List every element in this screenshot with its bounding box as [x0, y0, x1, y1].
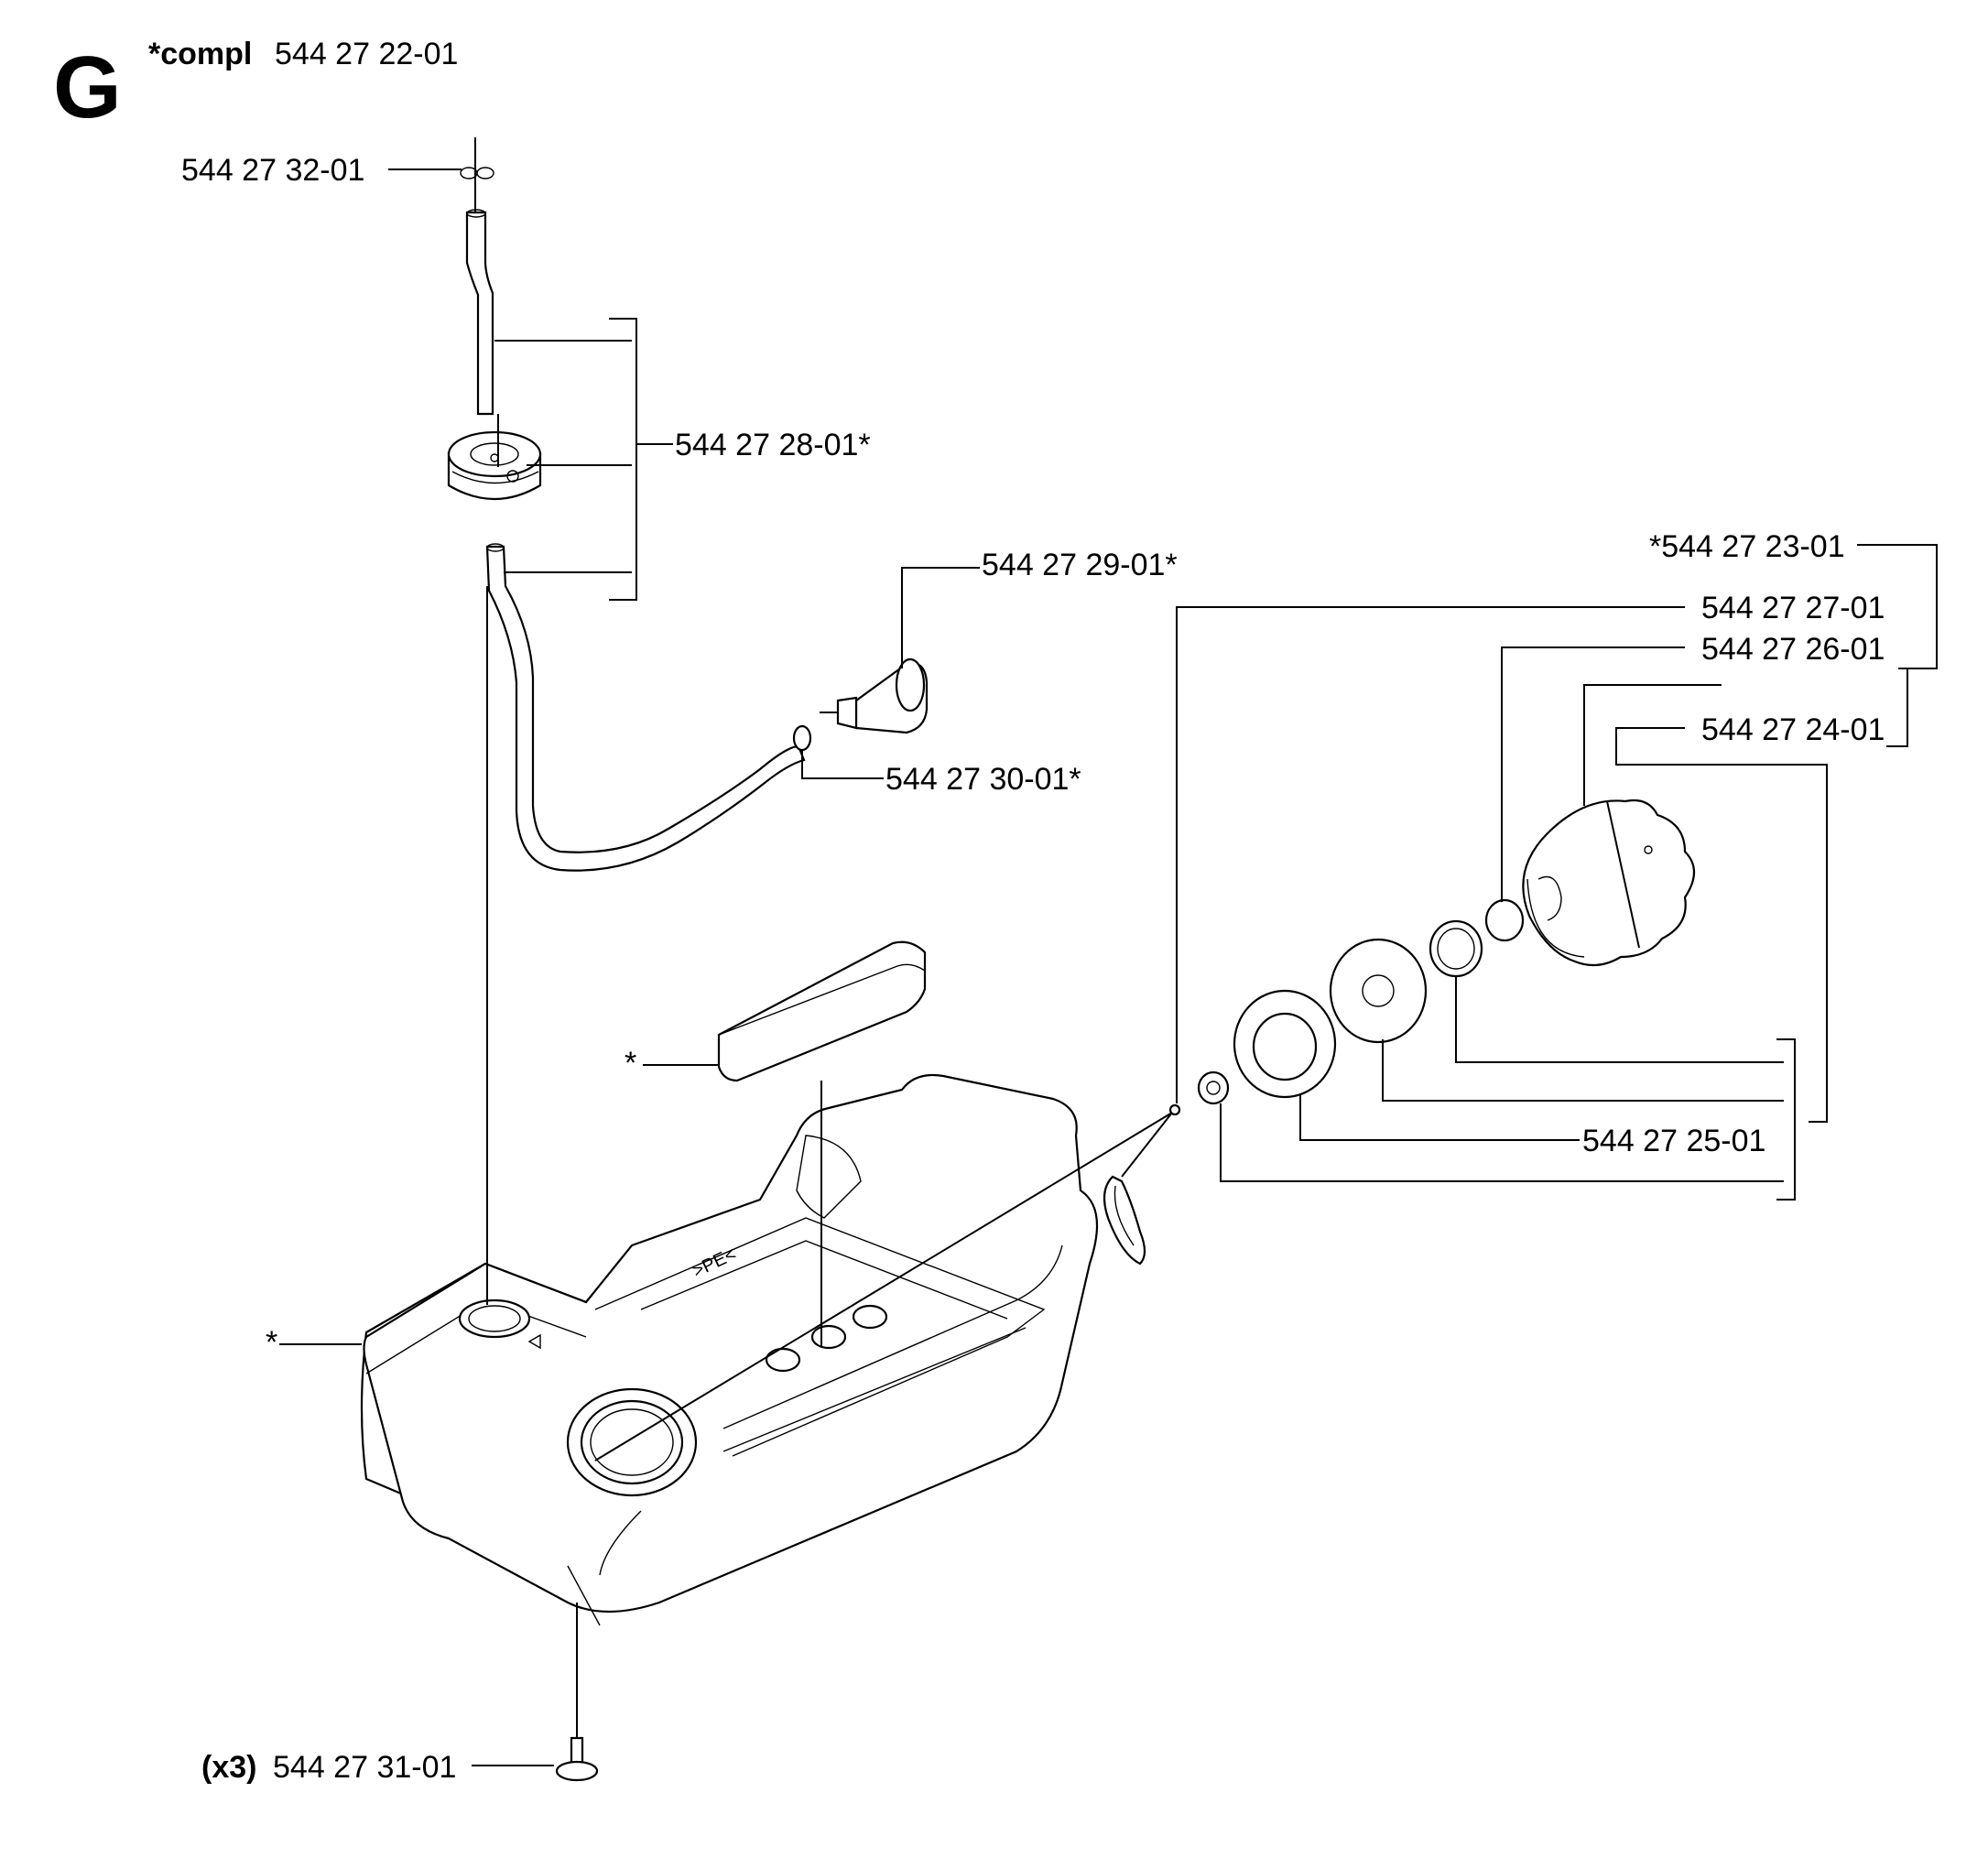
label-part-26: 544 27 26-01 [1701, 632, 1885, 667]
label-screw-qty: (x3) [201, 1750, 256, 1785]
label-hose-clamp-top: 544 27 32-01 [181, 153, 364, 188]
cap-small-ring [1429, 919, 1483, 978]
cap-retaining-strap [1103, 1103, 1181, 1266]
leader-part-24 [1615, 727, 1828, 1123]
cap-axis-line [594, 1112, 1173, 1461]
label-part-25: 544 27 25-01 [1582, 1124, 1765, 1158]
section-letter: G [53, 38, 122, 136]
hose-clamp-top [460, 137, 494, 212]
label-fuel-filter: 544 27 29-01* [982, 548, 1178, 582]
compl-part-number: 544 27 22-01 [275, 37, 458, 71]
cap-small-washer [1197, 1070, 1230, 1105]
leader-part-27 [1176, 606, 1685, 1103]
cap-seal-disc [1329, 938, 1428, 1044]
label-grommet-hose-kit: 544 27 28-01* [675, 428, 871, 462]
cap-large-gasket [1233, 989, 1337, 1099]
fuel-cap [1522, 799, 1696, 967]
leader-part-26 [1501, 646, 1685, 902]
label-screw-number: 544 27 31-01 [273, 1750, 456, 1785]
label-hose-clamp-filter: 544 27 30-01* [885, 762, 1081, 797]
cap-ball [1484, 898, 1525, 942]
leader-hose-clamp-filter [801, 751, 884, 779]
lower-fuel-hose [485, 543, 806, 872]
label-cap-kit: *544 27 23-01 [1649, 529, 1845, 564]
tank-screw [555, 1603, 599, 1782]
leader-fuel-filter [901, 567, 980, 668]
tank-grommet [447, 414, 542, 500]
label-part-24: 544 27 24-01 [1701, 712, 1885, 747]
bracket-grommet-hose-kit [494, 318, 673, 601]
label-part-27: 544 27 27-01 [1701, 591, 1885, 625]
fuel-filter [820, 657, 929, 734]
label-star-tank: * [266, 1325, 277, 1360]
leader-cap [1583, 684, 1722, 806]
fuel-tank: >PE< [360, 1073, 1099, 1626]
hose-clamp-filter [792, 724, 812, 752]
bracket-lower-group [1220, 975, 1796, 1201]
label-star-cover: * [625, 1046, 636, 1081]
compl-prefix: *compl [148, 37, 252, 71]
bracket-cap-kit-lower [1886, 668, 1908, 747]
tank-cover-pad [717, 940, 927, 1082]
upper-fuel-hose [465, 209, 494, 416]
bracket-cap-kit-top [1857, 544, 1938, 669]
